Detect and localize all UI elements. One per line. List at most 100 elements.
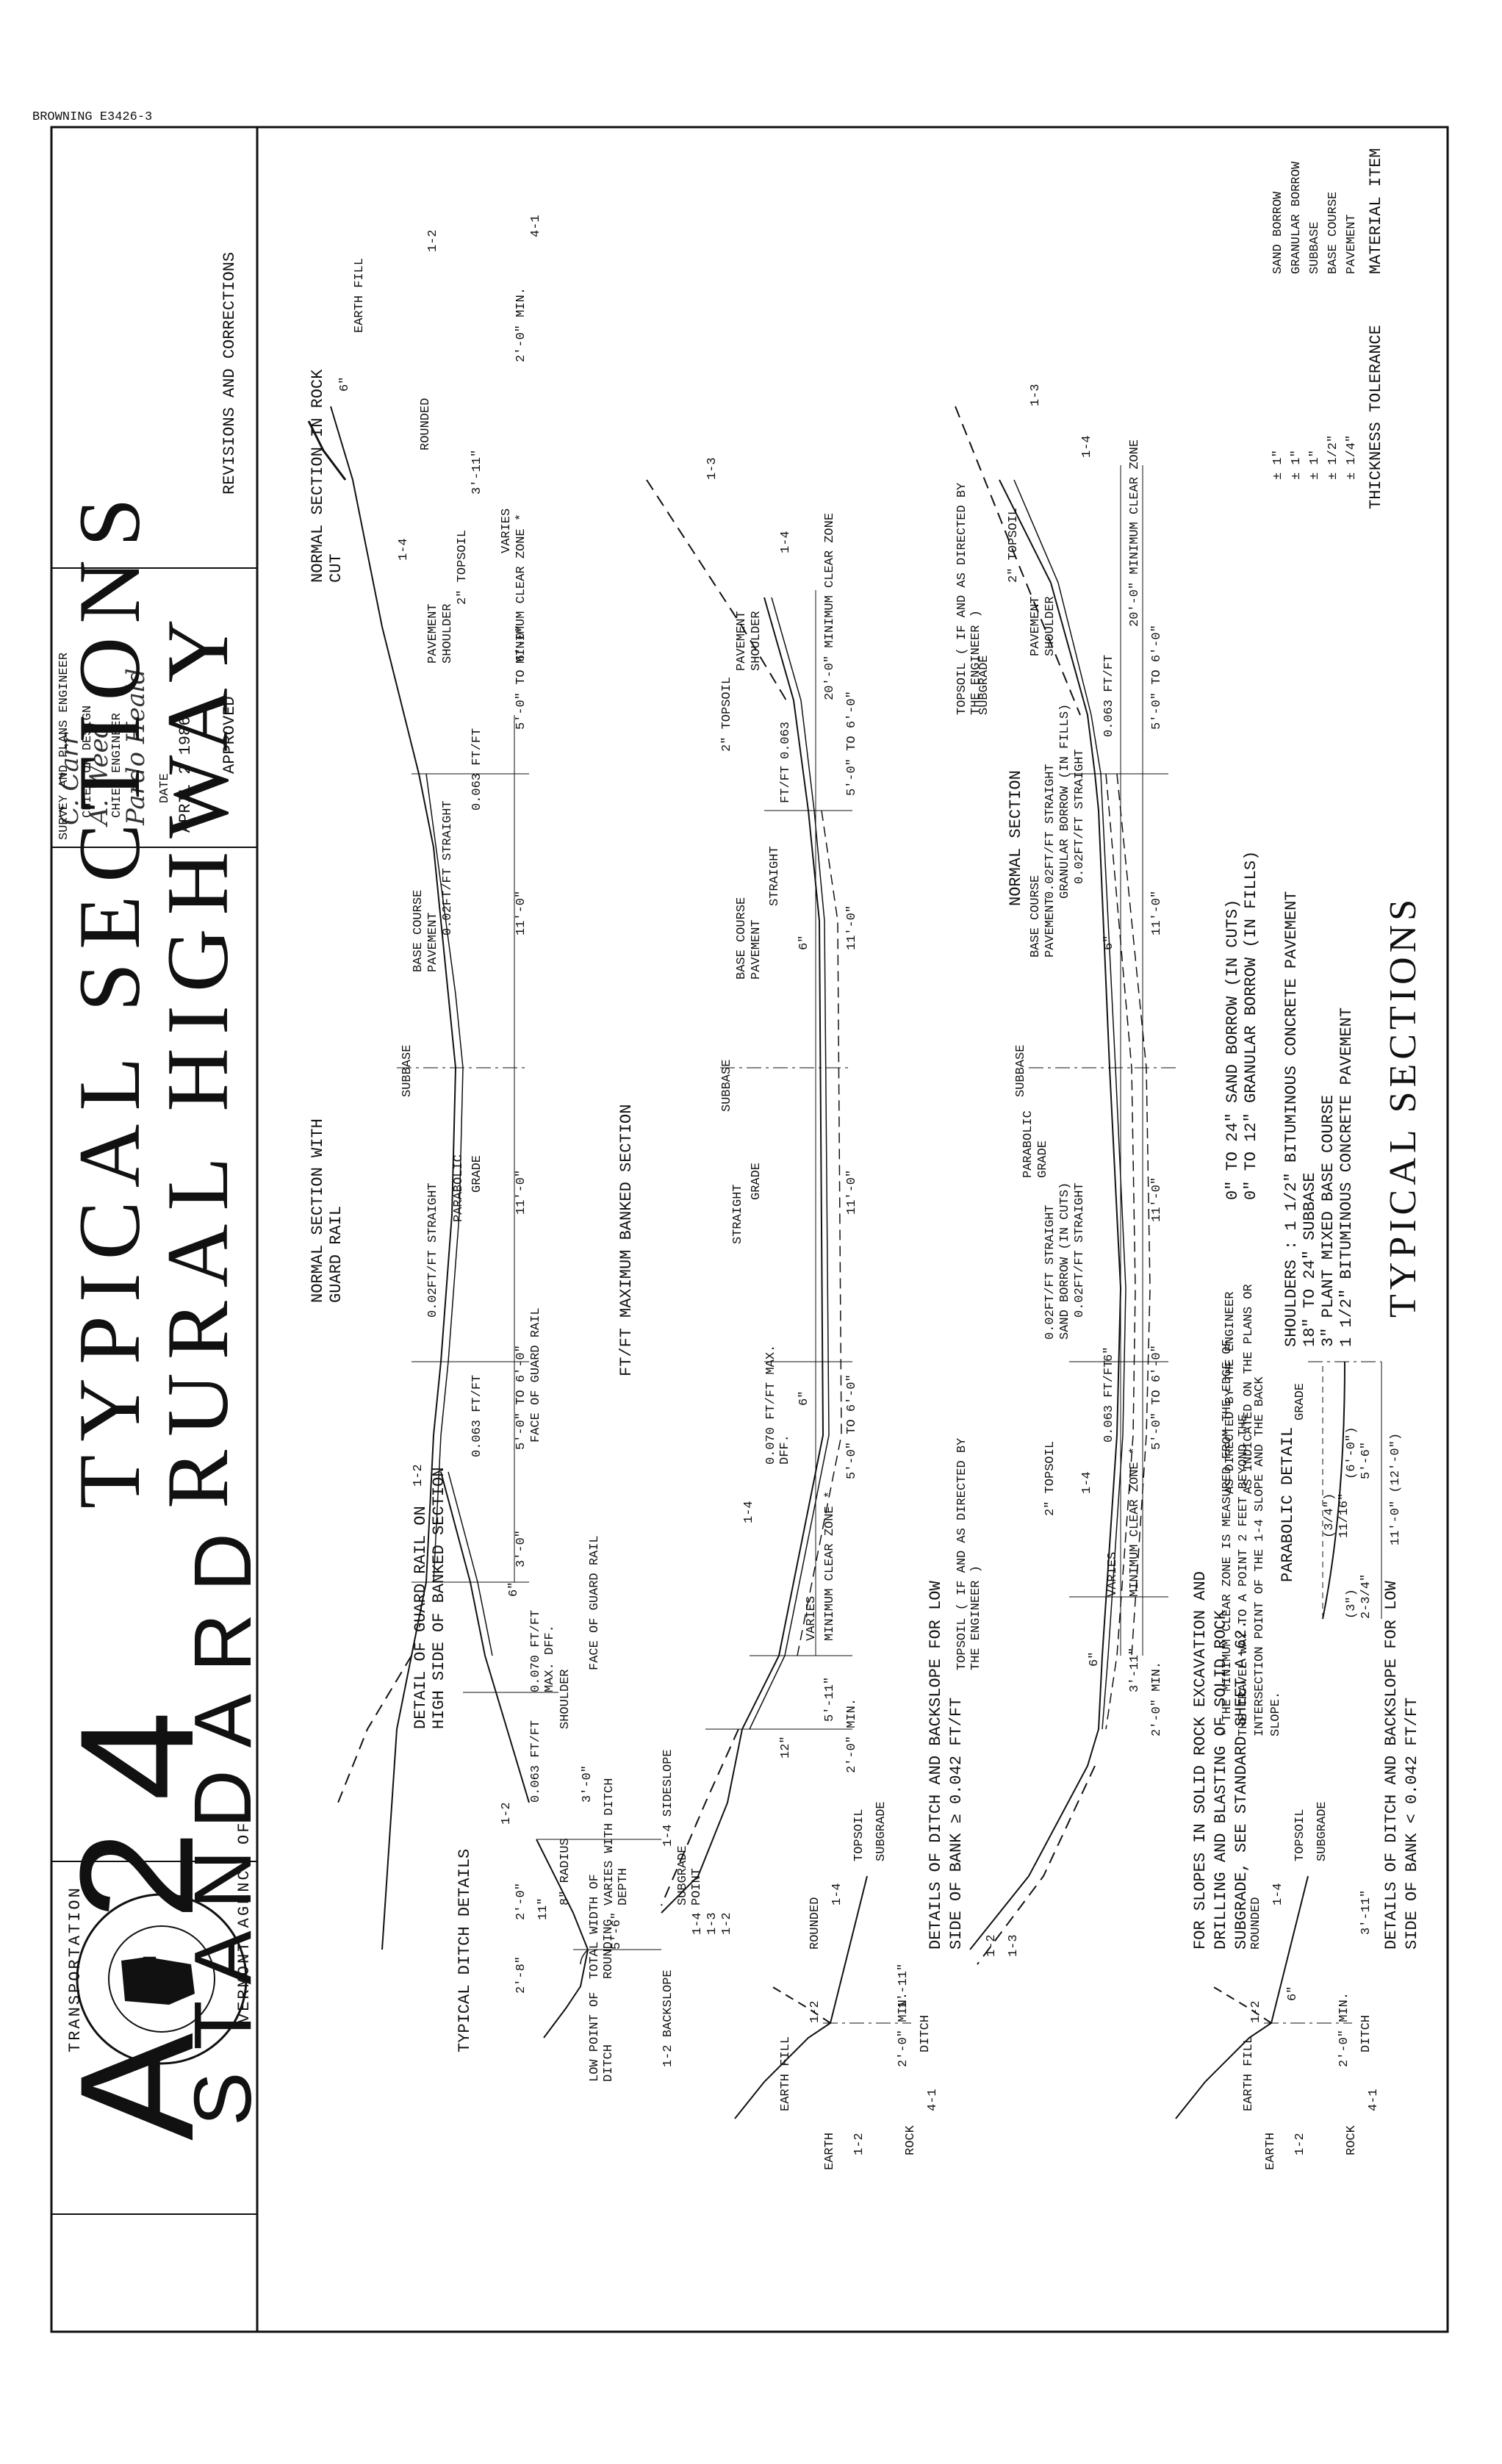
parabolic-label: 5'-6" (1359, 1441, 1373, 1479)
banked-slope: 1-2 (720, 1912, 734, 1935)
banked-dim-min: 2'-0" MIN. (845, 1698, 859, 1773)
ditch1-slope-41: 4-1 (1367, 2088, 1381, 2111)
typical-backslope: 1-2 BACKSLOPE (661, 1969, 675, 2067)
typical-dim: 2'-0" (514, 1882, 528, 1920)
banked-section-lines (646, 479, 852, 1914)
rock-label-rounded: ROUNDED (419, 398, 433, 450)
normal-section-lines (955, 406, 1176, 1965)
guard-rail-detail-lines (440, 1471, 558, 1803)
normal-label-base: BASE COURSE (1029, 874, 1043, 958)
rock-label-pavement: PAVEMENT (426, 603, 440, 664)
borrow-line: 0" TO 24" SAND BORROW (IN CUTS) (1223, 899, 1242, 1200)
banked-dim-lane: 11'-0" (845, 905, 859, 950)
rock-label-subbase: SUBBASE (400, 1044, 414, 1097)
material-row-item: BASE COURSE (1326, 191, 1340, 274)
guard-label-face: FACE OF GUARD RAIL (529, 1307, 543, 1443)
normal-dim-lane: 11'-0" (1150, 890, 1164, 935)
ditch2-rock: ROCK (904, 2125, 918, 2155)
rock-dim-6in: 6" (338, 376, 352, 392)
banked-slope: 1-4 (779, 531, 793, 553)
normal-section-caption: NORMAL SECTION (1007, 770, 1025, 906)
spec-line: 3" PLANT MIXED BASE COURSE (1319, 1094, 1337, 1347)
material-row-tol: ± 1/2" (1326, 434, 1340, 480)
banked-label-shoulder: SHOULDER (750, 611, 763, 671)
rock-guard-section-lines (307, 406, 529, 1950)
ditch1-ditch: DITCH (1359, 2014, 1373, 2052)
banked-label-unit: FT/FT (779, 765, 793, 803)
normal-label-straight: 0.02FT/FT STRAIGHT (1073, 749, 1087, 884)
rock-dim-varies: VARIES (500, 508, 514, 553)
banked-label-base: BASE COURSE (735, 897, 749, 980)
ditch1-slope: 1-4 (1271, 1883, 1285, 1906)
normal-dim-ditch: 3'-11" (1128, 1647, 1142, 1692)
borrow-line: 0" TO 12" GRANULAR BORROW (IN FILLS) (1242, 850, 1260, 1200)
guard-label-straight: 0.02FT/FT STRAIGHT (426, 1182, 440, 1318)
banked-dim-varies: VARIES (805, 1595, 819, 1641)
normal-label-pavement: PAVEMENT (1029, 596, 1043, 656)
ditch-detail-2-caption: DETAILS OF DITCH AND BACKSLOPE FOR LOW S… (927, 1581, 966, 1950)
ditch2-slope: 1-2 (808, 2000, 822, 2023)
banked-dim-shoulder: 5'-0" TO 6'-0" (845, 1374, 859, 1479)
guard-rail-caption: NORMAL SECTION WITH GUARD RAIL (309, 1118, 345, 1303)
material-row-tol: ± 1" (1308, 450, 1322, 480)
typical-radius: 8" RADIUS (558, 1838, 572, 1906)
normal-dim-lane: 11'-0" (1150, 1177, 1164, 1222)
material-header-tolerance: THICKNESS TOLERANCE (1367, 325, 1385, 509)
rock-label-base: BASE COURSE (412, 889, 425, 972)
normal-label-topsoil-note: TOPSOIL ( IF AND AS DIRECTED BY THE ENGI… (955, 482, 983, 715)
detail-guard-slope: 1-2 (500, 1802, 514, 1825)
normal-dim-shoulder: 5'-0" TO 6'-0" (1150, 1345, 1164, 1450)
standard-number: A-24 (46, 1681, 227, 2141)
normal-label-straight: 0.02FT/FT STRAIGHT (1073, 1182, 1087, 1318)
ditch2-topsoil: TOPSOIL (852, 1809, 866, 1861)
banked-slope: 1-3 (705, 457, 719, 480)
ditch1-subgrade: SUBGRADE (1315, 1801, 1329, 1861)
ditch2-ditch: DITCH (919, 2014, 933, 2052)
ditch2-subgrade: SUBGRADE (874, 1801, 888, 1861)
page-title: TYPICAL SECTIONS (1382, 894, 1424, 1318)
normal-label-sand: SAND BORROW (IN CUTS) (1058, 1182, 1072, 1340)
typical-sideslope: 1-4 SIDESLOPE (661, 1749, 675, 1847)
ditch1-min: 2'-0" MIN. (1337, 1991, 1351, 2067)
ditch2-earth-fill: EARTH FILL (779, 2036, 793, 2111)
banked-dim-lane: 11'-0" (845, 1169, 859, 1215)
ditch-detail-2-lines (734, 1875, 911, 2119)
normal-dim-clear-zone: 20'-0" MINIMUM CLEAR ZONE (1128, 439, 1142, 627)
detail-guard-6in: 6" (507, 1581, 521, 1597)
material-row-tol: ± 1/4" (1345, 434, 1359, 480)
parabolic-label: (3") (1345, 1589, 1359, 1619)
banked-label-topsoil: 2" TOPSOIL (720, 676, 734, 752)
normal-dim-shoulder: 5'-0" TO 6'-0" (1150, 625, 1164, 730)
normal-slope: 1-4 (1080, 1471, 1094, 1494)
normal-label-topsoil: 2" TOPSOIL (1043, 1440, 1057, 1516)
normal-dim-varies: VARIES (1106, 1551, 1120, 1597)
banked-section-caption: MAXIMUM BANKED SECTION (617, 1104, 636, 1318)
guard-dim-rail: 3'-0" (514, 1529, 528, 1567)
normal-label-pavement: PAVEMENT (1043, 897, 1057, 958)
banked-dim-6in: 6" (797, 1390, 811, 1406)
banked-label-straight: STRAIGHT (731, 1184, 745, 1244)
rock-dim-lane: 11'-0" (514, 890, 528, 935)
normal-label-slope: 0.063 FT/FT (1102, 1359, 1116, 1443)
material-row-item: SAND BORROW (1271, 191, 1285, 274)
guard-label-grade: GRADE (470, 1154, 484, 1193)
normal-label-parabolic: PARABOLIC (1021, 1110, 1035, 1178)
parabolic-label: GRADE (1293, 1382, 1307, 1420)
detail-guard-dim: 3'-0" (581, 1764, 594, 1803)
banked-label-pavement: PAVEMENT (750, 919, 763, 980)
rock-cut-caption: NORMAL SECTION IN ROCK CUT (309, 369, 345, 583)
ditch1-topsoil: TOPSOIL (1293, 1809, 1307, 1861)
ditch-detail-1-lines (1175, 1875, 1352, 2119)
corner-code: BROWNING E3426-3 (32, 110, 153, 124)
ditch1-rock: ROCK (1345, 2125, 1359, 2155)
normal-dim-6in: 6" (1088, 1651, 1102, 1667)
ditch1-6in: 6" (1286, 1986, 1300, 2001)
normal-label-subbase: SUBBASE (1014, 1044, 1028, 1097)
banked-label-subbase: SUBBASE (720, 1059, 734, 1112)
parabolic-label: 11/16" (1337, 1493, 1351, 1538)
normal-label-topsoil: 2" TOPSOIL (1007, 507, 1021, 583)
ditch2-slope-41: 4-1 (926, 2088, 940, 2111)
typical-ditch-caption: TYPICAL DITCH DETAILS (456, 1848, 474, 2052)
